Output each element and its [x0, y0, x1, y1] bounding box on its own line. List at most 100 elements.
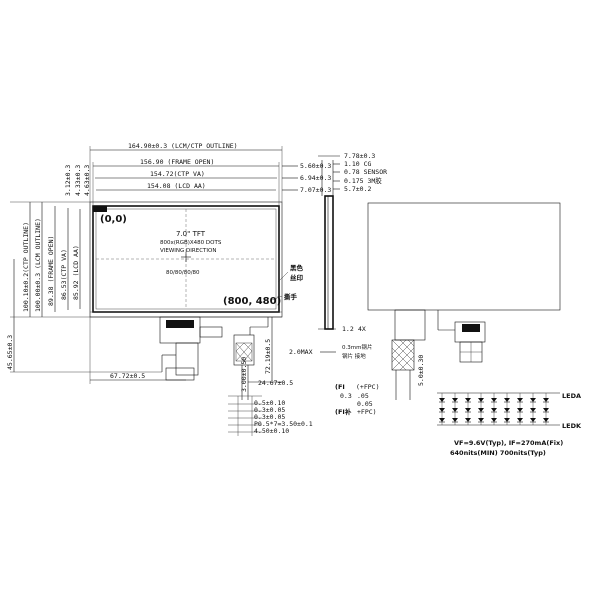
led-diode-icon — [504, 398, 510, 402]
dim-left-4-33: 4.33±0.3 — [74, 165, 82, 196]
led-diode-icon — [517, 418, 523, 422]
dim-left-3-12: 3.12±0.3 — [64, 165, 72, 196]
origin-label: (0,0) — [100, 214, 127, 225]
side-t2: 1.10 CG — [344, 160, 371, 168]
led-circuit: LEDA LEDK VF=9.6V(Typ), IF=270mA(Fix) 64… — [437, 392, 582, 457]
right-dims: 5.60±0.3 6.94±0.3 7.07±0.3 — [282, 162, 331, 194]
dim-pin-0-3a: 0.3±0.05 — [254, 406, 285, 414]
led-grid — [439, 393, 549, 425]
led-diode-icon — [530, 408, 536, 412]
rear-outline — [367, 202, 561, 311]
led-diode-icon — [465, 408, 471, 412]
led-diode-icon — [504, 418, 510, 422]
corner-label: (800, 480) — [223, 296, 281, 307]
rear-fpc-hatch — [391, 339, 415, 371]
led-diode-icon — [530, 418, 536, 422]
left-dims: 3.12±0.3 4.33±0.3 4.63±0.3 100.10±0.2(CT… — [6, 165, 162, 373]
dim-fpc-3: 3.00±0.50 — [240, 357, 248, 392]
led-diode-icon — [452, 408, 458, 412]
dim-width-lcd: 154.08 (LCD AA) — [147, 182, 206, 190]
dim-fpc-72: 72.19±0.5 — [264, 339, 272, 374]
side-t3: 0.78 SENSOR — [344, 168, 387, 176]
dim-bottom-67: 67.72±0.5 — [110, 372, 145, 380]
rear-f1: 5.0±0.30 — [417, 355, 425, 386]
led-diode-icon — [439, 408, 445, 412]
led-diode-icon — [491, 418, 497, 422]
side-l4: 0.3mm钢片 — [342, 343, 372, 351]
dim-height-ctp: 86.53(CTP VA) — [60, 249, 68, 300]
spec-line2: 640nits(MIN) 700nits(Typ) — [450, 449, 546, 457]
led-diode-icon — [478, 418, 484, 422]
led-diode-icon — [543, 408, 549, 412]
center-line1: 7.0" TFT — [176, 230, 206, 238]
dim-pin-0-5: 0.5±0.10 — [254, 399, 285, 407]
rear-view: 5.0±0.30 — [367, 202, 561, 400]
side-m6: (FI补 — [335, 407, 352, 416]
side-m7: +FPC) — [357, 408, 377, 416]
dim-fpc-24: 24.67±0.5 — [258, 379, 293, 387]
dim-r3: 7.07±0.3 — [300, 186, 331, 194]
side-m2: (+FPC) — [356, 383, 379, 391]
led-diode-icon — [504, 408, 510, 412]
dim-height-lcd: 85.92 (LCD AA) — [72, 245, 80, 300]
side-m5: 0.3 — [340, 392, 352, 400]
black-print-label-2: 丝印 — [290, 273, 304, 282]
led-diode-icon — [452, 398, 458, 402]
dim-pin-pitch: P0.5*7=3.50±0.1 — [254, 420, 313, 428]
fpc-tail — [159, 316, 269, 400]
side-m1: (FI — [335, 383, 345, 391]
black-print-leader — [277, 271, 289, 283]
led-diode-icon — [543, 398, 549, 402]
side-t4: 0.175 3M胶 — [344, 176, 382, 185]
led-diode-icon — [517, 408, 523, 412]
side-l1: 1.2 — [342, 325, 354, 333]
led-diode-icon — [465, 398, 471, 402]
leda-label: LEDA — [562, 392, 581, 400]
dim-bottom-45: 45.65±0.3 — [6, 335, 14, 370]
dim-width-ctp: 154.72(CTP VA) — [150, 170, 205, 178]
center-line4: 80/80/80/80 — [166, 270, 200, 276]
side-m4: 0.05 — [357, 400, 373, 408]
dim-height-lcm: 100.00±0.3 (LCM OUTLINE) — [34, 218, 42, 312]
tear-hand-leader — [271, 295, 283, 301]
dim-height-frame: 89.38 (FRAME OPEN) — [47, 236, 55, 306]
tear-hand-label: 撕手 — [284, 292, 298, 301]
side-l3: 2.0MAX — [289, 348, 313, 356]
top-dims: 164.90±0.3 (LCM/CTP OUTLINE) 156.90 (FRA… — [89, 142, 283, 206]
dim-pin-0-3b: 0.3±0.05 — [254, 413, 285, 421]
corner-mark — [93, 206, 107, 212]
led-diode-icon — [530, 398, 536, 402]
dim-height-outline: 100.10±0.2(CTP OUTLINE) — [22, 222, 30, 312]
side-l2: 4X — [358, 325, 366, 333]
front-view: (0,0) (800, 480) 7.0" TFT 800x(RGB)X480 … — [6, 142, 331, 436]
ledk-label: LEDK — [562, 422, 582, 430]
side-profile — [324, 195, 334, 330]
led-diode-icon — [452, 418, 458, 422]
dim-r1: 5.60±0.3 — [300, 162, 331, 170]
center-line3: VIEWING DIRECTION — [160, 248, 216, 254]
side-t1: 7.78±0.3 — [344, 152, 375, 160]
side-t5: 5.7±0.2 — [344, 185, 371, 193]
led-diode-icon — [491, 408, 497, 412]
led-diode-icon — [478, 408, 484, 412]
led-diode-icon — [439, 398, 445, 402]
led-diode-icon — [478, 398, 484, 402]
led-diode-icon — [465, 418, 471, 422]
led-diode-icon — [517, 398, 523, 402]
dim-width-frame: 156.90 (FRAME OPEN) — [140, 158, 214, 166]
black-print-label-1: 黑色 — [290, 263, 304, 272]
viewing-arrow — [181, 252, 191, 262]
led-diode-icon — [543, 418, 549, 422]
dim-r2: 6.94±0.3 — [300, 174, 331, 182]
led-diode-icon — [491, 398, 497, 402]
side-view: 7.78±0.3 1.10 CG 0.78 SENSOR 0.175 3M胶 5… — [289, 152, 387, 416]
bottom-dims: 67.72±0.5 72.19±0.5 24.67±0.5 3.00±0.50 … — [89, 317, 313, 436]
spec-line1: VF=9.6V(Typ), IF=270mA(Fix) — [454, 439, 563, 447]
dim-left-4-63: 4.63±0.3 — [83, 165, 91, 196]
center-line2: 800x(RGB)X480 DOTS — [160, 240, 222, 246]
side-l5: 钢片 接地 — [342, 352, 366, 360]
dim-pin-4-50: 4.50±0.10 — [254, 427, 289, 435]
side-m3: .05 — [357, 392, 369, 400]
dim-width-outline: 164.90±0.3 (LCM/CTP OUTLINE) — [128, 142, 238, 150]
